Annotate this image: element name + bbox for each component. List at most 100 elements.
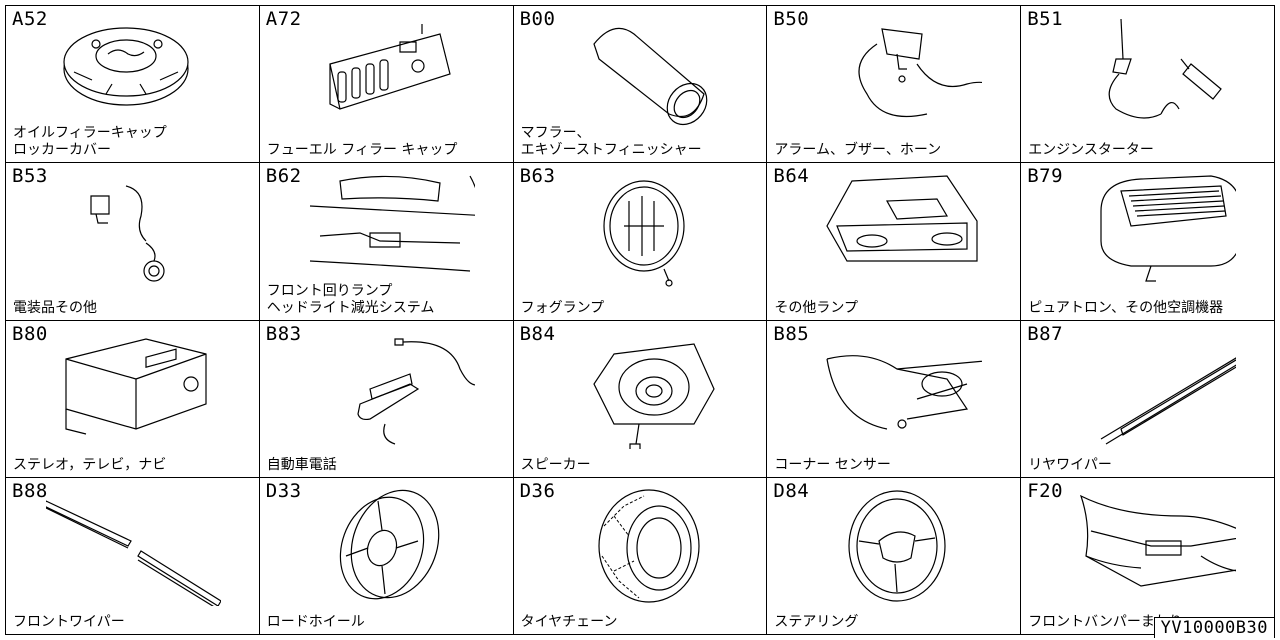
category-cell-d84[interactable]: D84 ステアリング (767, 477, 1022, 635)
category-code: B62 (265, 165, 302, 188)
category-cell-b79[interactable]: B79 ピュアトロン、その他空調機器 (1021, 163, 1275, 321)
rear-wiper-icon (1061, 329, 1236, 449)
category-label: ステアリング (774, 614, 858, 631)
category-code: B63 (519, 165, 556, 188)
category-label: 電装品その他 (13, 300, 97, 317)
category-code: B83 (265, 322, 302, 345)
category-label-line: ロッカーカバー (13, 142, 111, 159)
category-label-line: エキゾーストフィニッシャー (520, 142, 702, 159)
category-label: ロードホイール (267, 614, 365, 631)
category-code: A72 (265, 8, 302, 30)
category-label: フューエル フィラー キャップ (267, 142, 458, 159)
category-code: B00 (519, 8, 556, 30)
category-cell-a52[interactable]: A52 オイルフィラーキャップロッカーカバー (6, 6, 260, 164)
category-label-line: 自動車電話 (266, 456, 337, 473)
category-label: フロントバンパーまわり (1028, 614, 1183, 631)
category-label: スピーカー (521, 457, 591, 474)
reference-code: YV10000B30 (1153, 617, 1275, 638)
category-label-line: フロント回りランプ (266, 282, 393, 299)
category-label: ステレオ，テレビ，ナビ (13, 457, 166, 474)
category-label: マフラー、エキゾーストフィニッシャー (521, 125, 702, 159)
car-phone-icon (300, 329, 475, 449)
category-label: タイヤチェーン (521, 614, 618, 631)
category-cell-d36[interactable]: D36 タイヤチェーン (513, 477, 768, 635)
category-label: オイルフィラーキャップロッカーカバー (13, 125, 167, 159)
category-cell-d33[interactable]: D33 ロードホイール (259, 477, 514, 635)
category-label-line: ステアリング (774, 614, 859, 630)
category-code: B79 (1027, 165, 1064, 188)
category-label-line: リヤワイパー (1028, 456, 1112, 473)
category-label-line: タイヤチェーン (520, 614, 618, 630)
category-label-line: 電装品その他 (13, 299, 97, 316)
category-cell-a72[interactable]: A72 フューエル フィラー キャップ (259, 6, 514, 164)
category-cell-b00[interactable]: B00 マフラー、エキゾーストフィニッシャー (513, 6, 768, 164)
category-label-line: ピュアトロン、その他空調機器 (1028, 299, 1224, 316)
speaker-icon (554, 329, 729, 449)
category-label-line: フロントワイパー (13, 614, 125, 630)
category-label: コーナー センサー (774, 457, 890, 474)
category-code: B87 (1027, 322, 1064, 345)
category-label: フロントワイパー (13, 614, 125, 631)
engine-starter-icon (1061, 14, 1236, 134)
horn-icon (807, 14, 982, 134)
road-wheel-icon (300, 486, 475, 606)
category-code: D33 (265, 479, 302, 502)
steering-wheel-icon (807, 486, 982, 606)
category-label-line: ヘッドライト減光システム (266, 299, 435, 316)
category-label: フォグランプ (521, 300, 605, 317)
category-cell-b62[interactable]: B62 フロント回りランプヘッドライト減光システム (259, 163, 514, 321)
category-label-line: ステレオ，テレビ，ナビ (13, 456, 167, 473)
air-purifier-icon (1061, 171, 1236, 291)
category-label-line: フォグランプ (520, 299, 605, 316)
category-cell-f20[interactable]: F20 フロントバンパーまわり (1021, 477, 1275, 635)
front-lamp-icon (300, 171, 475, 291)
category-label: エンジンスターター (1028, 142, 1154, 159)
category-label-line: スピーカー (520, 456, 591, 473)
category-code: D84 (773, 479, 810, 502)
category-code: B51 (1027, 8, 1064, 30)
category-cell-b64[interactable]: B64 その他ランプ (767, 163, 1022, 321)
category-cell-b51[interactable]: B51 エンジンスターター (1021, 6, 1275, 164)
electrical-parts-icon (46, 171, 221, 291)
room-lamp-icon (807, 171, 982, 291)
front-bumper-icon (1061, 486, 1236, 606)
category-label-line: ロードホイール (266, 614, 365, 630)
category-cell-b88[interactable]: B88 フロントワイパー (6, 477, 260, 635)
fog-lamp-icon (554, 171, 729, 291)
category-label-line: その他ランプ (774, 299, 858, 316)
category-label-line: オイルフィラーキャップ (13, 125, 167, 142)
category-cell-b87[interactable]: B87 リヤワイパー (1021, 320, 1275, 478)
category-code: B53 (12, 165, 48, 188)
category-label-line: フロントバンパーまわり (1028, 614, 1183, 630)
parts-category-grid: A52 オイルフィラーキャップロッカーカバー A72 フューエル フィラー キャ… (5, 5, 1275, 635)
fuel-filler-cap-icon (300, 14, 475, 134)
category-label: リヤワイパー (1028, 457, 1112, 474)
oil-filler-cap-icon (46, 14, 221, 134)
category-cell-b83[interactable]: B83 自動車電話 (259, 320, 514, 478)
category-label-line: エンジンスターター (1028, 142, 1154, 159)
category-code: B85 (773, 322, 810, 345)
corner-sensor-icon (807, 329, 982, 449)
category-code: B80 (12, 322, 48, 345)
front-wiper-icon (46, 486, 221, 606)
muffler-icon (554, 14, 729, 134)
category-code: F20 (1027, 479, 1064, 502)
category-label-line: フューエル フィラー キャップ (266, 142, 458, 159)
category-cell-b84[interactable]: B84 スピーカー (513, 320, 768, 478)
tire-chain-icon (554, 486, 729, 606)
category-label: 自動車電話 (267, 457, 337, 474)
category-label: その他ランプ (774, 300, 858, 317)
category-code: B64 (773, 165, 810, 188)
category-code: B84 (519, 322, 556, 345)
stereo-icon (46, 329, 221, 449)
category-code: A52 (12, 8, 48, 30)
category-code: B88 (12, 479, 48, 502)
category-label-line: アラーム、ブザー、ホーン (774, 142, 942, 159)
category-cell-b85[interactable]: B85 コーナー センサー (767, 320, 1022, 478)
category-cell-b53[interactable]: B53 電装品その他 (6, 163, 260, 321)
category-cell-b63[interactable]: B63 フォグランプ (513, 163, 768, 321)
category-cell-b50[interactable]: B50 アラーム、ブザー、ホーン (767, 6, 1022, 164)
category-label: アラーム、ブザー、ホーン (774, 142, 941, 159)
category-cell-b80[interactable]: B80 ステレオ，テレビ，ナビ (6, 320, 260, 478)
category-label: フロント回りランプヘッドライト減光システム (267, 283, 435, 317)
